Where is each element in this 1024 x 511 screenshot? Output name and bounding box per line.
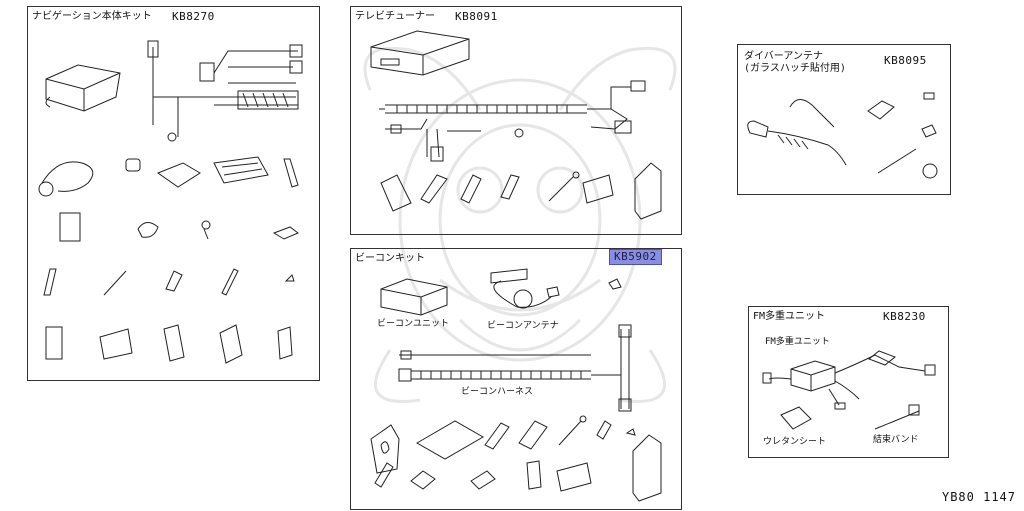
nav-kit-code: KB8270 [172,10,215,23]
tv-tuner-title: テレビチューナー [355,11,435,22]
tv-tuner-parts-drawing [351,7,683,236]
beacon-kit-panel: ビーコンキット KB5902 [350,248,682,510]
tv-tuner-panel: テレビチューナー KB8091 [350,6,682,235]
fm-unit-parts-drawing [749,307,950,459]
tv-tuner-code: KB8091 [455,10,498,23]
nav-kit-parts-drawing [28,7,321,382]
beacon-harness-label: ビーコンハーネス [461,387,534,397]
watermark-emblem [363,46,677,403]
beacon-antenna-label: ビーコンアンテナ [487,321,559,331]
diversity-antenna-code: KB8095 [884,54,927,67]
diversity-antenna-title: ダイバーアンテナ (ガラスハッチ貼付用) [744,51,846,74]
nav-kit-panel: ナビゲーション本体キット KB8270 [27,6,320,381]
nav-kit-title: ナビゲーション本体キット [32,11,152,22]
diversity-antenna-panel: ダイバーアンテナ (ガラスハッチ貼付用) KB8095 [737,44,951,195]
diversity-antenna-parts-drawing [738,45,952,196]
beacon-unit-label: ビーコンユニット [377,319,450,329]
fm-sheet-label: ウレタンシート [763,437,827,447]
fm-band-label: 結束バンド [873,435,919,445]
fm-unit-label: FM多重ユニット [765,337,830,347]
beacon-kit-parts-drawing [351,249,683,511]
fm-unit-panel: FM多重ユニット KB8230 FM多重ユニット ウレタンシート 結束バンド [748,306,949,458]
beacon-kit-code[interactable]: KB5902 [609,249,662,265]
document-reference: YB80 1147 [941,490,1016,504]
fm-unit-title: FM多重ユニット [753,311,826,322]
beacon-kit-title: ビーコンキット [355,253,425,264]
fm-unit-code: KB8230 [883,310,926,323]
